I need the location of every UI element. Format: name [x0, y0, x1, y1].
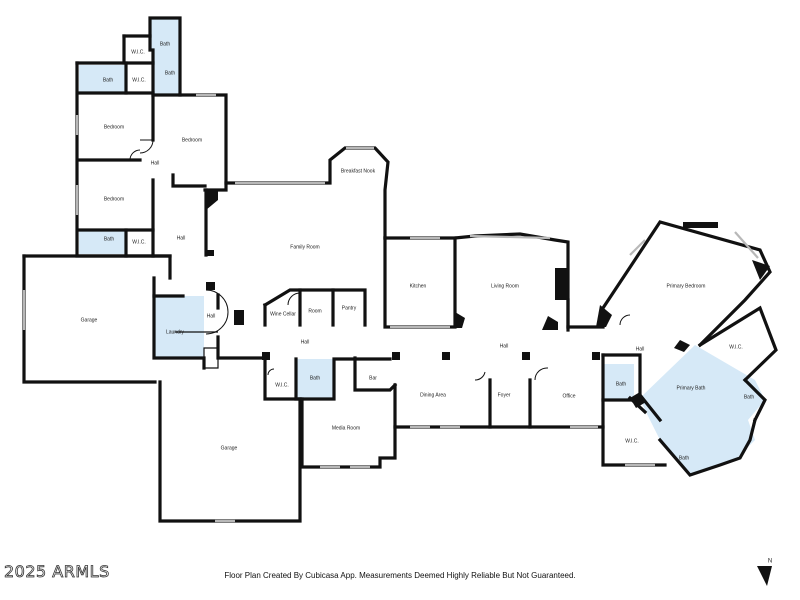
room-label-family-room: Family Room	[290, 244, 319, 250]
room-label-living-room: Living Room	[491, 283, 519, 289]
room-label-wic-w: W.I.C.	[132, 239, 146, 245]
room-label-hall-laundry: Hall	[207, 313, 216, 319]
room-label-wic-center: W.I.C.	[275, 382, 289, 388]
room-labels: Bath W.I.C. Bath W.I.C. Bath Bedroom Bed…	[81, 41, 755, 461]
room-label-primary-bath: Primary Bath	[677, 385, 706, 391]
room-label-wic-primary: W.I.C.	[729, 344, 743, 350]
room-label-bedroom-3: Bedroom	[104, 196, 124, 202]
room-label-laundry: Laundry	[166, 329, 185, 335]
room-label-pantry: Pantry	[342, 305, 357, 311]
room-label-bath-w: Bath	[104, 236, 115, 242]
room-label-garage-2: Garage	[221, 445, 238, 451]
copyright-watermark: 2025 ARMLS	[4, 562, 110, 582]
room-label-media-room: Media Room	[332, 425, 360, 431]
room-label-bath-center: Bath	[310, 375, 321, 381]
room-label-wine-cellar: Wine Cellar	[270, 311, 296, 317]
room-label-dining-area: Dining Area	[420, 392, 446, 398]
room-label-bath-nw: Bath	[103, 77, 114, 83]
columns	[206, 190, 772, 586]
room-label-foyer: Foyer	[498, 392, 511, 398]
room-label-wic-top: W.I.C.	[131, 49, 145, 55]
room-label-kitchen: Kitchen	[410, 283, 427, 289]
windows	[22, 93, 759, 523]
room-label-bath-se: Bath	[679, 455, 690, 461]
room-label-hall-main: Hall	[500, 343, 509, 349]
room-label-hall-east: Hall	[636, 346, 645, 352]
door-swings	[129, 139, 631, 381]
room-label-bedroom-2: Bedroom	[182, 137, 202, 143]
floor-plan-credit: Floor Plan Created By Cubicasa App. Meas…	[224, 571, 576, 580]
room-label-bath-top: Bath	[160, 41, 171, 47]
compass-label: N	[768, 559, 772, 565]
room-label-bath-n: Bath	[165, 70, 176, 76]
room-label-bath-east: Bath	[616, 381, 627, 387]
wet-room-fills	[79, 18, 765, 475]
room-label-wic-se: W.I.C.	[625, 438, 639, 444]
room-label-room: Room	[308, 308, 321, 314]
room-label-hall-w: Hall	[177, 235, 186, 241]
room-label-hall-center: Hall	[301, 339, 310, 345]
room-label-primary-bedroom: Primary Bedroom	[667, 283, 706, 289]
room-label-garage-1: Garage	[81, 317, 98, 323]
room-label-bedroom-1: Bedroom	[104, 124, 124, 130]
room-label-office: Office	[563, 393, 576, 399]
room-label-bath-e2: Bath	[744, 394, 755, 400]
room-label-breakfast-nook: Breakfast Nook	[341, 168, 376, 174]
room-label-bar: Bar	[369, 375, 377, 381]
walls	[22, 16, 778, 523]
room-label-hall-nw: Hall	[151, 160, 160, 166]
room-label-wic-nw: W.I.C.	[132, 77, 146, 83]
